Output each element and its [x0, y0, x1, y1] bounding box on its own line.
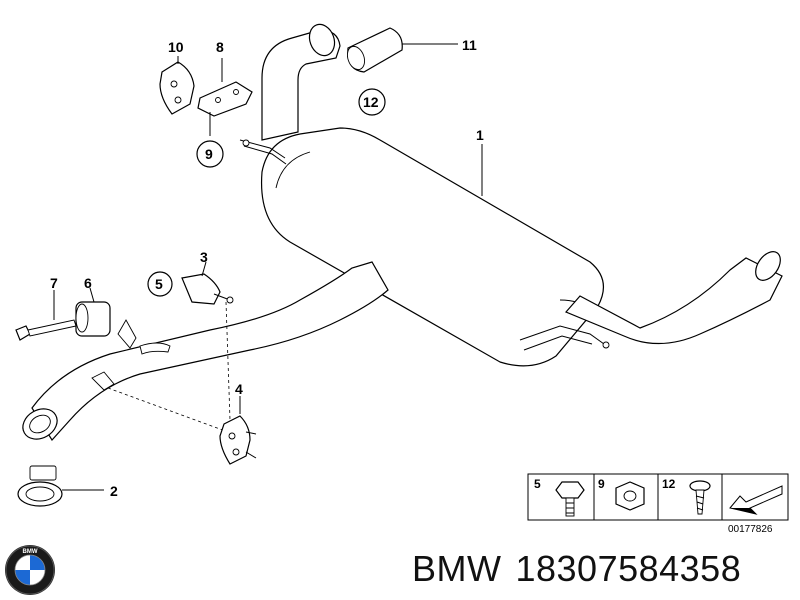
- callout-9: 9: [205, 146, 213, 162]
- legend-box: 5 9 12: [527, 473, 789, 521]
- callout-7: 7: [50, 275, 58, 291]
- rear-tailpipe: [261, 23, 341, 141]
- callout-5-circle: [147, 271, 173, 297]
- arrow-icon: [729, 485, 783, 515]
- caption-part-number: 18307584358: [515, 548, 742, 589]
- part-caption: BMW 18307584358: [412, 548, 755, 590]
- legend-item-12-label: 12: [662, 477, 676, 491]
- legend-reference-number: 00177826: [728, 524, 773, 535]
- muffler-body: [239, 127, 605, 367]
- callout-2: 2: [110, 483, 118, 499]
- tail-trim-part-11: [346, 27, 458, 73]
- front-pipe: [22, 261, 389, 441]
- callout-9-circle: [196, 140, 224, 168]
- caption-brand: BMW: [412, 548, 502, 589]
- callout-1: 1: [476, 127, 484, 143]
- bmw-logo-letters: BMW: [23, 549, 38, 555]
- dash-line-front-hanger: [107, 387, 229, 433]
- bmw-logo-icon: BMW: [5, 545, 55, 595]
- callout-10: 10: [168, 39, 184, 55]
- legend-item-5-label: 5: [534, 477, 541, 491]
- right-tailpipe: [519, 251, 783, 351]
- callout-3: 3: [200, 249, 208, 265]
- hanger-part-4: [219, 396, 257, 465]
- hex-nut-icon: [615, 481, 645, 511]
- callout-8: 8: [216, 39, 224, 55]
- hanger-part-10: [159, 56, 195, 115]
- callout-11: 11: [462, 37, 477, 53]
- screw-icon: [689, 480, 711, 515]
- hex-bolt-icon: [555, 481, 585, 517]
- dash-line-vertical-hanger: [225, 301, 231, 421]
- rubber-mount-part-6: [75, 287, 111, 337]
- legend-item-9-label: 9: [598, 477, 605, 491]
- callout-12-circle: [358, 88, 386, 116]
- clamp-part-2: [17, 465, 104, 507]
- callout-5: 5: [155, 276, 163, 292]
- callout-6: 6: [84, 275, 92, 291]
- bracket-part-8: [197, 58, 253, 136]
- callout-4: 4: [235, 381, 243, 397]
- callout-12: 12: [363, 94, 379, 110]
- bolt-part-7: [15, 290, 77, 341]
- bracket-part-3: [181, 261, 234, 305]
